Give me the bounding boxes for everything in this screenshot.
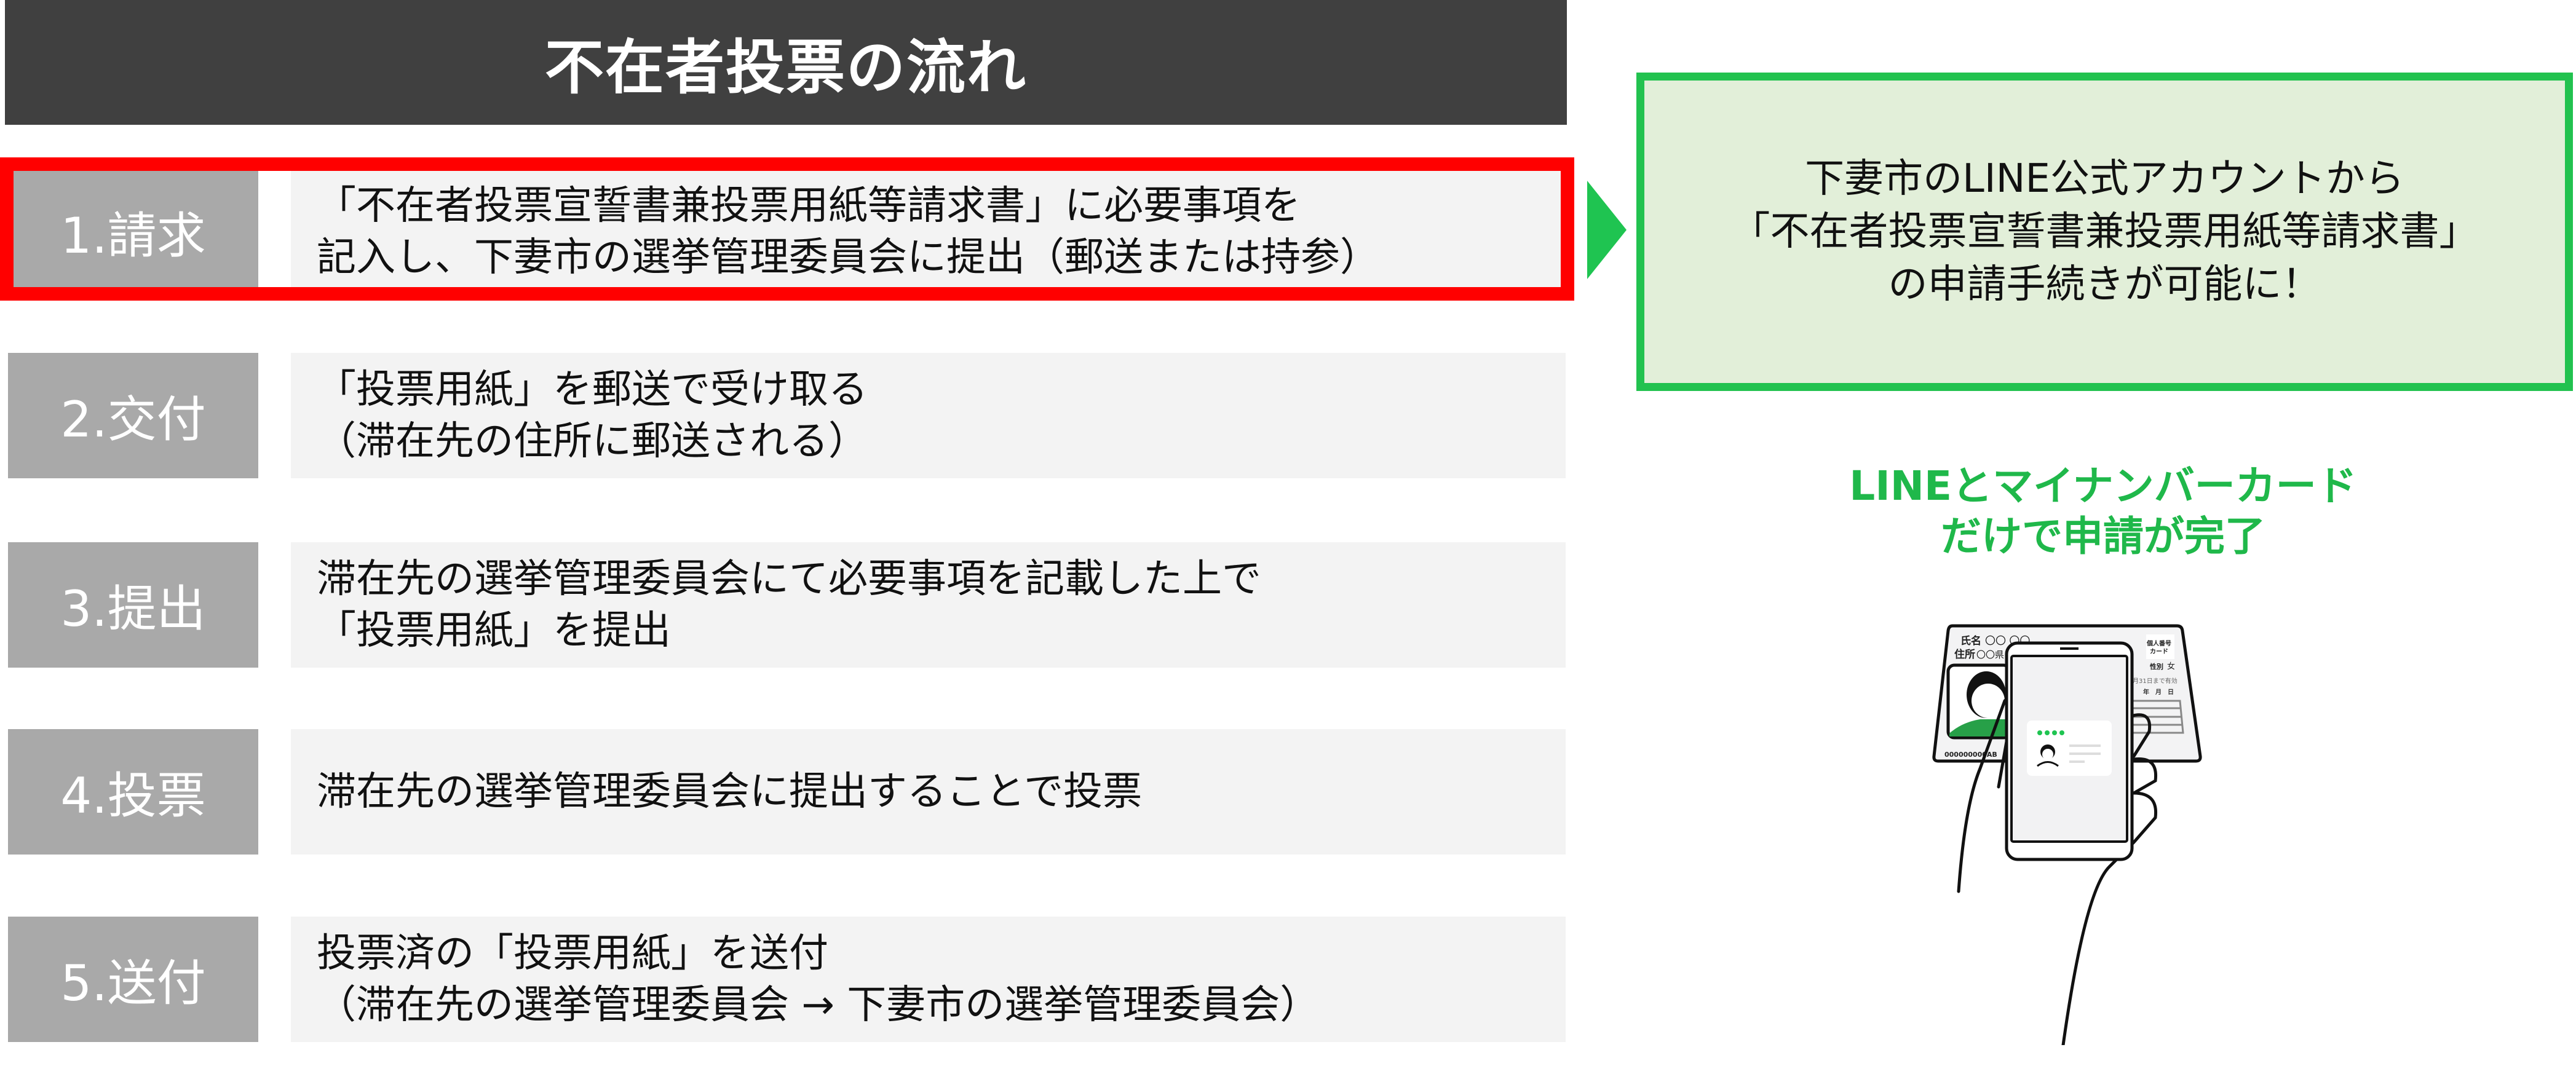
mynumber-card-smartphone-illustration: 氏名 〇〇 〇〇 住所 〇〇県 個人番号 カード 性別 女 月31日まで有効 年… bbox=[1932, 624, 2202, 1045]
step-description: 滞在先の選挙管理委員会にて必要事項を記載した上で 「投票用紙」を提出 bbox=[291, 542, 1566, 668]
step-send: 5.送付 投票済の「投票用紙」を送付 （滞在先の選挙管理委員会 → 下妻市の選挙… bbox=[8, 917, 1566, 1042]
step-line: 投票済の「投票用紙」を送付 bbox=[317, 931, 828, 976]
note-line: LINEとマイナンバーカード bbox=[1849, 462, 2357, 510]
step-description: 滞在先の選挙管理委員会に提出することで投票 bbox=[291, 729, 1566, 855]
step-submit: 3.提出 滞在先の選挙管理委員会にて必要事項を記載した上で 「投票用紙」を提出 bbox=[8, 542, 1566, 668]
step-line: （滞在先の住所に郵送される） bbox=[317, 419, 868, 464]
card-valid: 月31日まで有効 bbox=[2133, 677, 2178, 685]
page-title: 不在者投票の流れ bbox=[5, 0, 1567, 125]
step-line: （滞在先の選挙管理委員会 → 下妻市の選挙管理委員会） bbox=[317, 982, 1320, 1028]
step-vote: 4.投票 滞在先の選挙管理委員会に提出することで投票 bbox=[8, 729, 1566, 855]
step-label: 2.交付 bbox=[8, 353, 258, 478]
step-request: 1.請求 「不在者投票宣誓書兼投票用紙等請求書」に必要事項を 記入し、下妻市の選… bbox=[8, 169, 1566, 294]
card-sex-label: 性別 bbox=[2150, 662, 2163, 671]
card-date: 年 月 日 bbox=[2143, 688, 2174, 696]
card-address-label: 住所 bbox=[1954, 648, 1975, 661]
step-description: 投票済の「投票用紙」を送付 （滞在先の選挙管理委員会 → 下妻市の選挙管理委員会… bbox=[291, 917, 1566, 1042]
step-delivery: 2.交付 「投票用紙」を郵送で受け取る （滞在先の住所に郵送される） bbox=[8, 353, 1566, 478]
line-callout-box: 下妻市のLINE公式アカウントから 「不在者投票宣誓書兼投票用紙等請求書」 の申… bbox=[1636, 73, 2573, 391]
step-label: 3.提出 bbox=[8, 542, 258, 668]
step-line: 記入し、下妻市の選挙管理委員会に提出（郵送または持参） bbox=[317, 235, 1379, 280]
highlight-frame bbox=[0, 157, 1574, 301]
callout-line: 「不在者投票宣誓書兼投票用紙等請求書」 bbox=[1730, 209, 2479, 255]
smartphone-icon bbox=[2005, 641, 2134, 861]
note-line: だけで申請が完了 bbox=[1941, 513, 2265, 560]
step-label: 1.請求 bbox=[8, 169, 258, 294]
step-line: 滞在先の選挙管理委員会に提出することで投票 bbox=[317, 769, 1143, 815]
step-label: 4.投票 bbox=[8, 729, 258, 855]
card-name-label: 氏名 bbox=[1960, 634, 1981, 647]
step-description: 「投票用紙」を郵送で受け取る （滞在先の住所に郵送される） bbox=[291, 353, 1566, 478]
step-line: 滞在先の選挙管理委員会にて必要事項を記載した上で bbox=[317, 556, 1261, 602]
card-sex-value: 女 bbox=[2167, 661, 2175, 671]
card-number: 000000000AB bbox=[1944, 751, 1997, 759]
step-description: 「不在者投票宣誓書兼投票用紙等請求書」に必要事項を 記入し、下妻市の選挙管理委員… bbox=[291, 169, 1566, 294]
callout-line: 下妻市のLINE公式アカウントから bbox=[1805, 156, 2404, 202]
step-line: 「投票用紙」を提出 bbox=[317, 608, 671, 653]
hand-icon bbox=[1957, 697, 2158, 1045]
card-title: カード bbox=[2150, 648, 2168, 655]
line-note: LINEとマイナンバーカード だけで申請が完了 bbox=[1783, 461, 2423, 562]
step-line: 「不在者投票宣誓書兼投票用紙等請求書」に必要事項を bbox=[317, 183, 1301, 229]
callout-line: の申請手続きが可能に！ bbox=[1888, 262, 2321, 307]
step-label: 5.送付 bbox=[8, 917, 258, 1042]
arrow-right-icon bbox=[1587, 181, 1627, 279]
card-address-value: 〇〇県 bbox=[1976, 649, 2004, 660]
card-title: 個人番号 bbox=[2146, 639, 2171, 647]
step-line: 「投票用紙」を郵送で受け取る bbox=[317, 367, 868, 413]
